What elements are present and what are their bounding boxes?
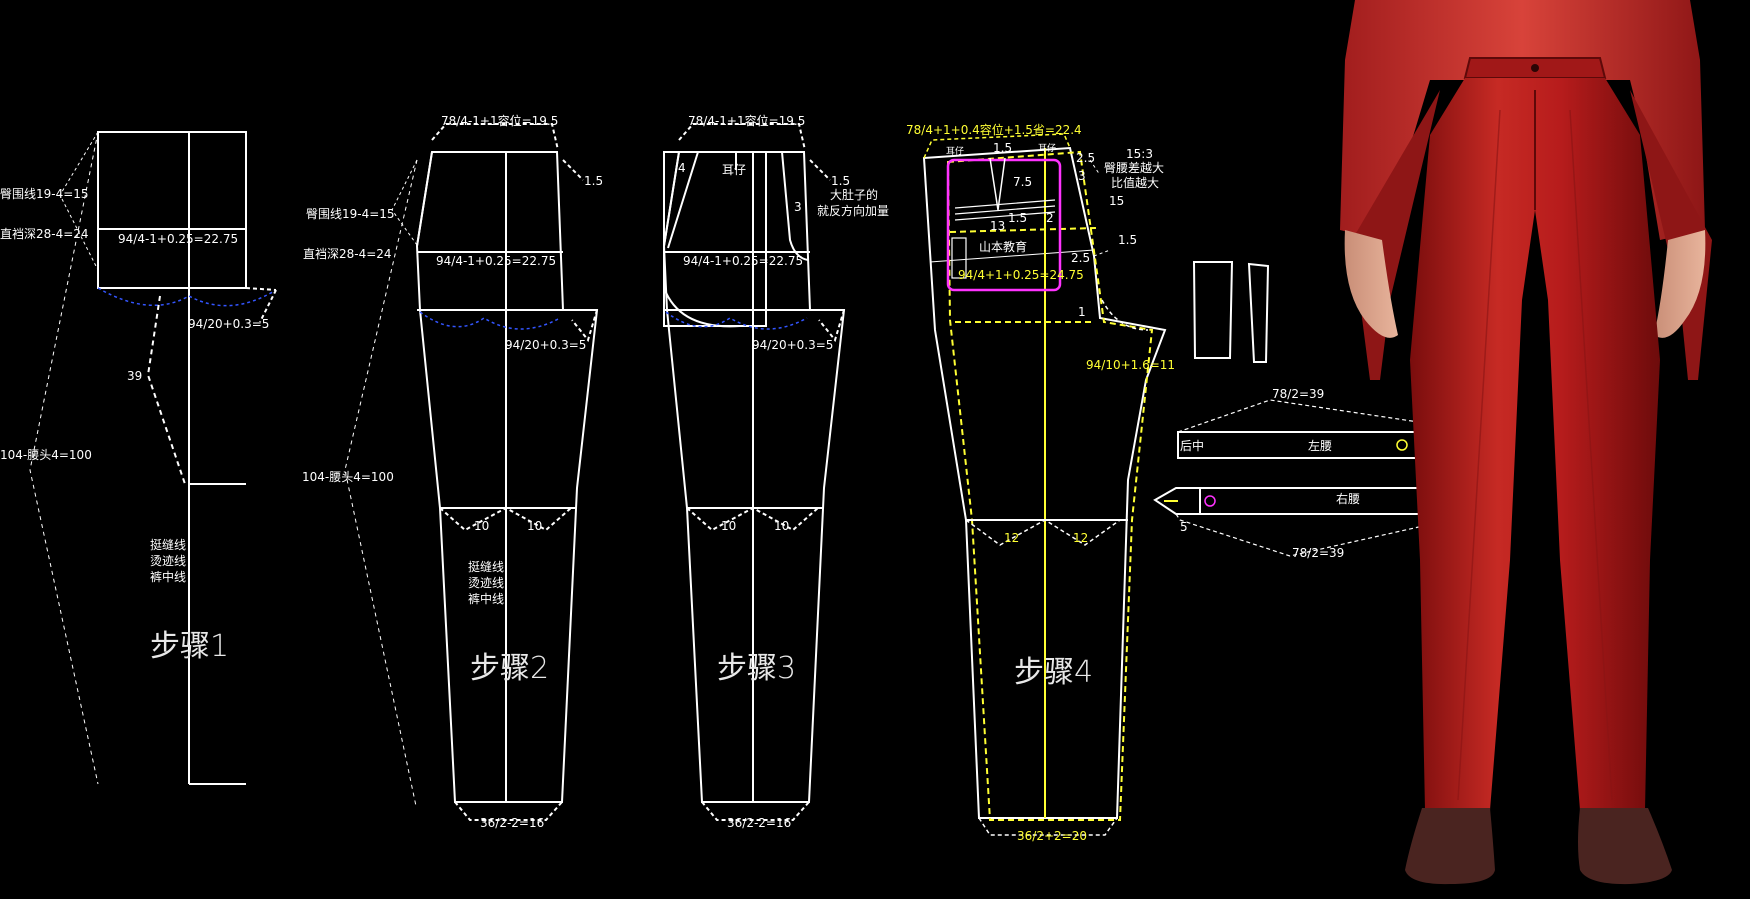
step4-watermark: 山本教育 — [979, 239, 1027, 254]
step1-length: 104-腰头4=100 — [0, 448, 92, 462]
step1-center-line-2: 烫迹线 — [150, 554, 186, 568]
step4-loop-left: 耳仔 — [946, 145, 964, 157]
step4-waist-formula: 78/4+1+0.4容位+1.5省=22.4 — [906, 122, 1082, 137]
step1-rect — [97, 131, 247, 289]
step3-waist-formula: 78/4-1+1容位=19.5 — [688, 113, 805, 128]
step4-hem: 36/2+2=20 — [1017, 829, 1087, 843]
button-mark-icon — [1396, 439, 1408, 451]
step4-dart-15: 1.5 — [1008, 211, 1027, 225]
step4-hip-formula: 94/4+1+0.25=24.75 — [958, 268, 1084, 282]
step1-hip-line: 臀围线19-4=15 — [0, 187, 89, 201]
step4-crotch-ext: 94/10+1.6=11 — [1086, 358, 1175, 372]
step2-crotch-depth: 直裆深28-4=24 — [303, 247, 392, 261]
step3-front-pleat: 4 — [678, 161, 686, 175]
step1-crotch-depth: 直裆深28-4=24 — [0, 227, 89, 241]
step2-center-line-1: 挺缝线 — [468, 559, 504, 574]
step4-draft — [922, 133, 1167, 836]
step4-side-2-5: 2.5 — [1071, 251, 1090, 265]
step3-knee-right: 10 — [774, 519, 789, 533]
step4-dart-len: 7.5 — [1013, 175, 1032, 189]
step2-hip-formula: 94/4-1+0.25=22.75 — [436, 254, 556, 268]
step3-side-raise: 1.5 — [831, 174, 850, 188]
model-render — [1340, 0, 1712, 885]
step3-hip-formula: 94/4-1+0.25=22.75 — [683, 254, 803, 268]
step4-loop-right: 耳仔 — [1038, 142, 1056, 154]
step2-center-line-3: 裤中线 — [468, 591, 504, 606]
step4-ratio-note-1: 臀腰差越大 — [1104, 161, 1164, 175]
step1-crotch-ext: 94/20+0.3=5 — [188, 317, 269, 331]
step3-belt-loop: 耳仔 — [722, 163, 746, 177]
step1-draft — [29, 131, 277, 785]
waistband-extension: 5 — [1180, 520, 1188, 534]
step4-title: 步骤4 — [1014, 655, 1093, 690]
step4-rise-3: 3 — [1078, 169, 1086, 183]
step4-side-1-5: 1.5 — [1118, 233, 1137, 247]
step4-small-1: 1 — [1078, 305, 1086, 319]
step3-knee-left: 10 — [721, 519, 736, 533]
buttonhole-mark-icon — [1204, 495, 1216, 507]
step2-title: 步骤2 — [470, 651, 549, 686]
step1-center-line-1: 挺缝线 — [150, 537, 186, 552]
step4-dart-2: 2 — [1046, 211, 1054, 225]
step2-side-raise: 1.5 — [584, 174, 603, 188]
step3-pocket-depth: 3 — [794, 200, 802, 214]
step2-draft — [344, 123, 599, 821]
step4-knee-left: 12 — [1004, 531, 1019, 545]
belt-loop-pieces — [1192, 261, 1270, 363]
step4-ratio-note-2: 比值越大 — [1111, 175, 1159, 190]
step1-center-line-3: 裤中线 — [150, 569, 186, 584]
step4-side-15: 15 — [1109, 194, 1124, 208]
step1-title: 步骤1 — [150, 629, 229, 664]
waistband-bottom-formula: 78/2=39 — [1292, 546, 1344, 560]
step4-knee-right: 12 — [1073, 531, 1088, 545]
step4-rise-25: 2.5 — [1076, 151, 1095, 165]
step2-hip-line: 臀围线19-4=15 — [306, 207, 395, 221]
step3-crotch-ext: 94/20+0.3=5 — [752, 338, 833, 352]
step4-ratio: 15:3 — [1126, 147, 1153, 161]
step1-hip-formula: 94/4-1+0.25=22.75 — [118, 232, 238, 246]
waistband-pieces — [1153, 399, 1433, 557]
waistband-right-label: 右腰 — [1336, 491, 1360, 506]
step2-waist-formula: 78/4-1+1容位=19.5 — [441, 113, 558, 128]
step2-length: 104-腰头4=100 — [302, 470, 394, 484]
step3-title: 步骤3 — [717, 651, 796, 686]
step3-belly-note-1: 大肚子的 — [830, 187, 878, 202]
waistband-left-label: 左腰 — [1308, 438, 1332, 453]
step2-center-line-2: 烫迹线 — [468, 576, 504, 590]
step2-hem: 36/2-2=16 — [480, 816, 544, 830]
step4-dart-width: 1.5 — [993, 141, 1012, 155]
step1-knee: 39 — [127, 369, 142, 383]
step3-draft — [662, 123, 846, 821]
step4-dart-13: 13 — [990, 219, 1005, 233]
waistband-top-formula: 78/2=39 — [1272, 387, 1324, 401]
step2-knee-left: 10 — [474, 519, 489, 533]
step2-knee-right: 10 — [527, 519, 542, 533]
step2-crotch-ext: 94/20+0.3=5 — [505, 338, 586, 352]
step3-belly-note-2: 就反方向加量 — [817, 203, 889, 218]
step3-hem: 36/2-2=16 — [727, 816, 791, 830]
waistband-left-cb: 后中 — [1180, 438, 1204, 453]
